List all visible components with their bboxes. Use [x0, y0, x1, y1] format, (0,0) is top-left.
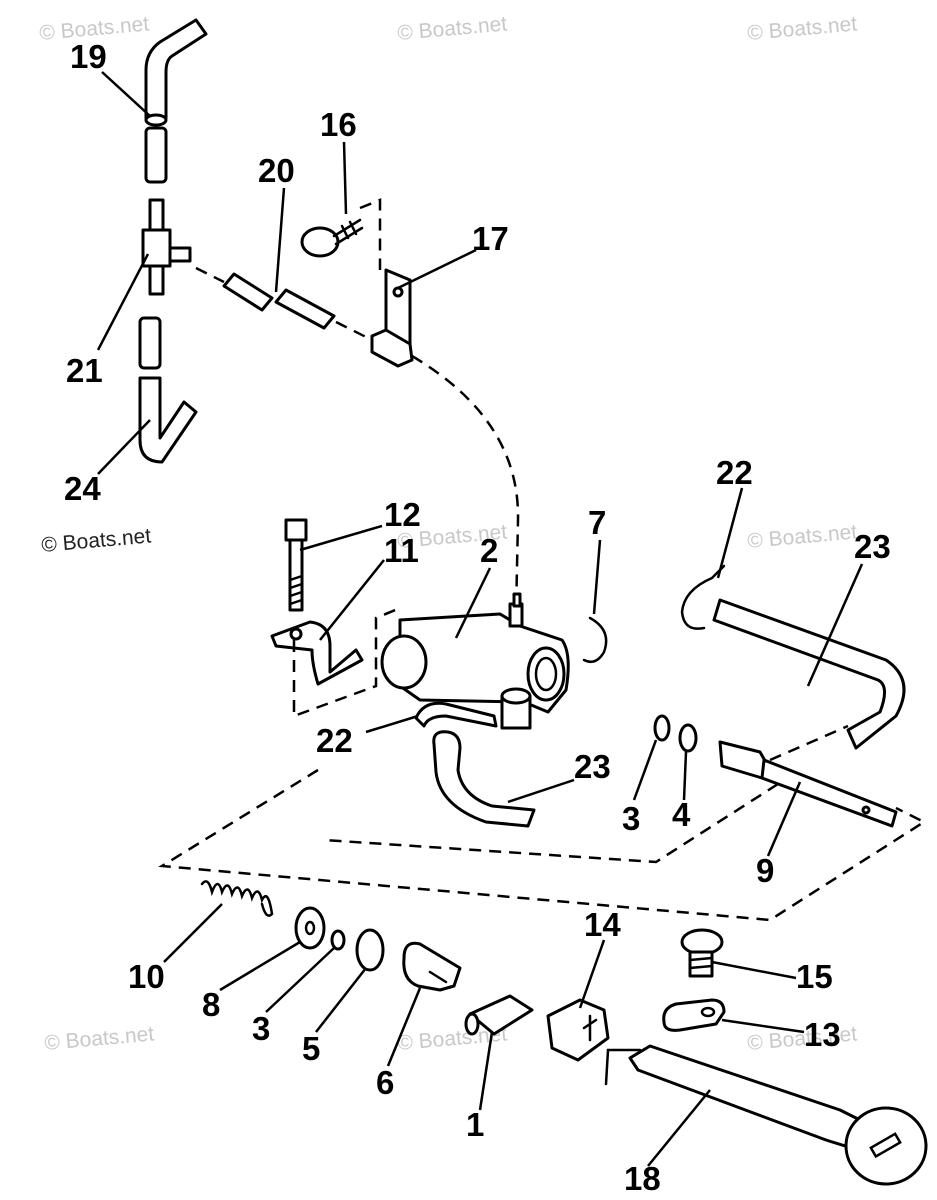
part-4-oring: [678, 723, 698, 753]
callout-10: 10: [128, 958, 165, 995]
part-19-bent-hose: [144, 18, 208, 184]
part-23-lower-hose: [432, 730, 536, 828]
fuel-line-dashed-path: [195, 266, 520, 615]
callout-4: 4: [672, 796, 691, 833]
callout-23-upper: 23: [854, 528, 891, 565]
watermark-top-right: © Boats.net: [746, 12, 858, 45]
part-9-plunger: [718, 740, 898, 828]
part-23-upper-hose: [712, 598, 906, 750]
part-16-screw: [300, 218, 364, 258]
callout-2: 2: [480, 532, 498, 569]
callout-numbers: 19 20 16 17 21 24 12 11 2 7 22 23 22 23 …: [64, 38, 891, 1197]
watermark-bottom-right: © Boats.net: [746, 1022, 858, 1055]
callout-12: 12: [384, 496, 421, 533]
part-14-plug: [546, 998, 610, 1062]
callout-7: 7: [588, 504, 606, 541]
callout-22-lower: 22: [316, 722, 353, 759]
part-18-lever: [604, 1044, 928, 1186]
part-1-pin: [464, 994, 534, 1036]
callout-19: 19: [70, 38, 107, 75]
callout-17: 17: [472, 220, 509, 257]
watermark-bottom-left: © Boats.net: [43, 1022, 155, 1055]
part-11-bracket: [270, 620, 364, 686]
part-22-upper-clip: [680, 564, 726, 630]
part-8-washer: [294, 906, 326, 950]
part-7-clip: [582, 616, 608, 663]
callout-5: 5: [302, 1030, 320, 1067]
part-21-tee-fitting: [141, 198, 192, 296]
callout-1: 1: [466, 1106, 484, 1143]
bracket-dashed-outline: [292, 606, 401, 718]
watermarks: © Boats.net © Boats.net © Boats.net © Bo…: [38, 12, 858, 1055]
callout-9: 9: [756, 852, 774, 889]
callout-23-lower: 23: [574, 748, 611, 785]
watermark-top-center: © Boats.net: [396, 12, 508, 45]
callout-21: 21: [66, 352, 103, 389]
part-12-bolt: [284, 518, 308, 612]
callout-18: 18: [624, 1160, 661, 1197]
callout-14: 14: [584, 906, 621, 943]
callout-3-upper: 3: [622, 800, 640, 837]
leader-lines: [96, 71, 864, 1167]
callout-8: 8: [202, 986, 220, 1023]
callout-24: 24: [64, 470, 101, 507]
part-3-oring-upper: [653, 714, 671, 742]
part-2-pump-body: [380, 592, 570, 730]
part-3-oring-lower: [330, 929, 346, 951]
callout-11: 11: [384, 532, 419, 569]
part-15-screw: [680, 928, 724, 978]
callout-15: 15: [796, 958, 833, 995]
callout-20: 20: [258, 152, 295, 189]
part-20-hose-segments: [222, 272, 336, 330]
callout-3-lower: 3: [252, 1010, 270, 1047]
part-17-clamp: [370, 268, 414, 368]
part-24-bent-hose: [138, 316, 198, 464]
part-10-spring: [200, 880, 274, 917]
callout-22-upper: 22: [716, 454, 753, 491]
watermark-mid-right: © Boats.net: [746, 520, 858, 553]
callout-16: 16: [320, 106, 357, 143]
assembly-dashed-outline: [158, 724, 927, 922]
part-6-cap: [402, 941, 462, 992]
part-13-tab-washer: [662, 998, 726, 1032]
callout-13: 13: [804, 1016, 841, 1053]
part-5-oring: [355, 928, 385, 972]
callout-6: 6: [376, 1064, 394, 1101]
part-22-lower-clip: [414, 701, 498, 728]
clamp-dashed-bracket: [359, 198, 382, 270]
watermark-mid-left: © Boats.net: [40, 524, 152, 557]
